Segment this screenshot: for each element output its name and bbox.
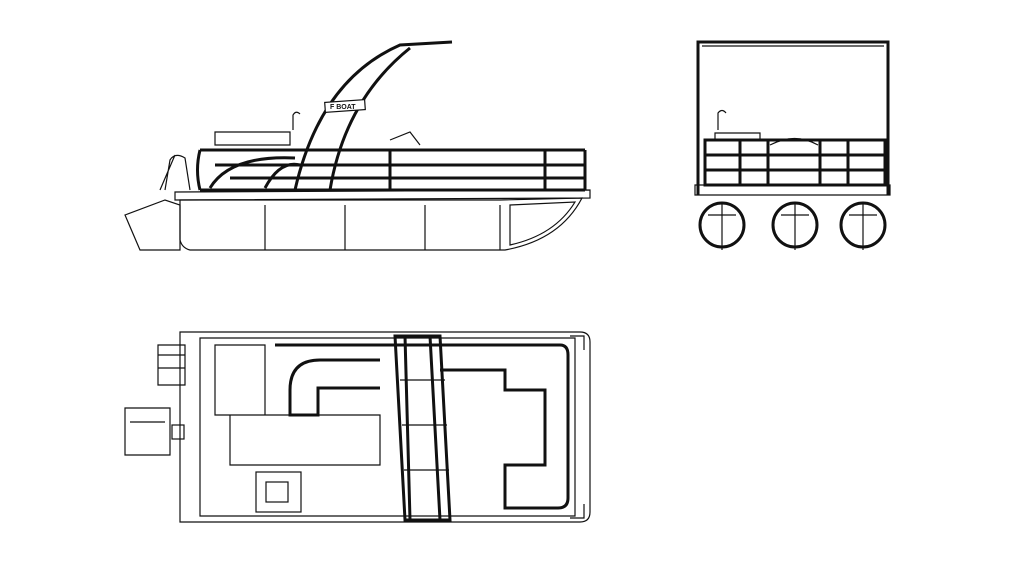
rear-bimini — [696, 40, 890, 195]
side-motor — [124, 199, 181, 251]
rear-seats — [703, 138, 887, 187]
rear-view — [694, 40, 891, 250]
top-console — [255, 471, 302, 513]
arch-logo — [324, 98, 366, 114]
side-rails — [200, 148, 585, 192]
rear-pontoons — [698, 201, 887, 250]
arch-logo-text: F BOAT — [330, 104, 356, 111]
top-arch — [393, 334, 452, 522]
top-deck-outline — [179, 331, 591, 523]
side-view: F BOAT — [124, 40, 591, 251]
side-arch — [293, 40, 453, 191]
side-ladder — [159, 154, 191, 191]
top-seating — [275, 343, 570, 510]
top-ladder — [157, 344, 186, 386]
top-view — [124, 331, 591, 523]
top-motor — [124, 407, 171, 456]
side-pontoon — [179, 197, 584, 251]
